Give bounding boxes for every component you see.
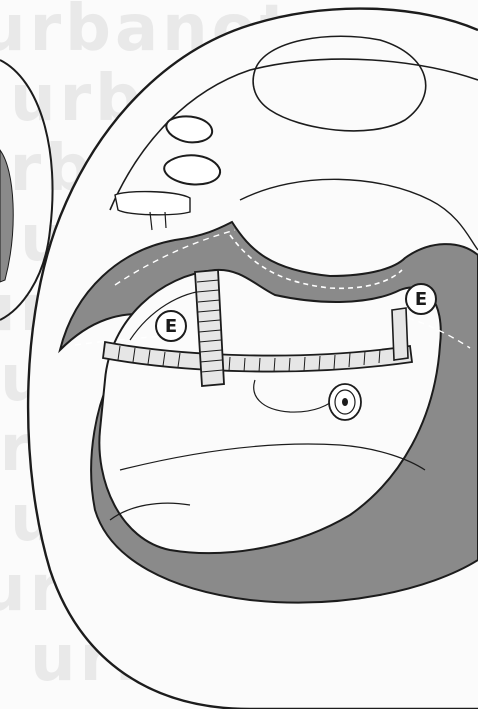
callout-e-right: E <box>406 284 436 314</box>
right-strap <box>392 308 408 360</box>
clip-detail <box>115 192 190 215</box>
callout-e-left: E <box>156 311 186 341</box>
callout-label: E <box>165 316 177 337</box>
callout-label: E <box>415 289 427 310</box>
anchor-point <box>329 384 361 420</box>
